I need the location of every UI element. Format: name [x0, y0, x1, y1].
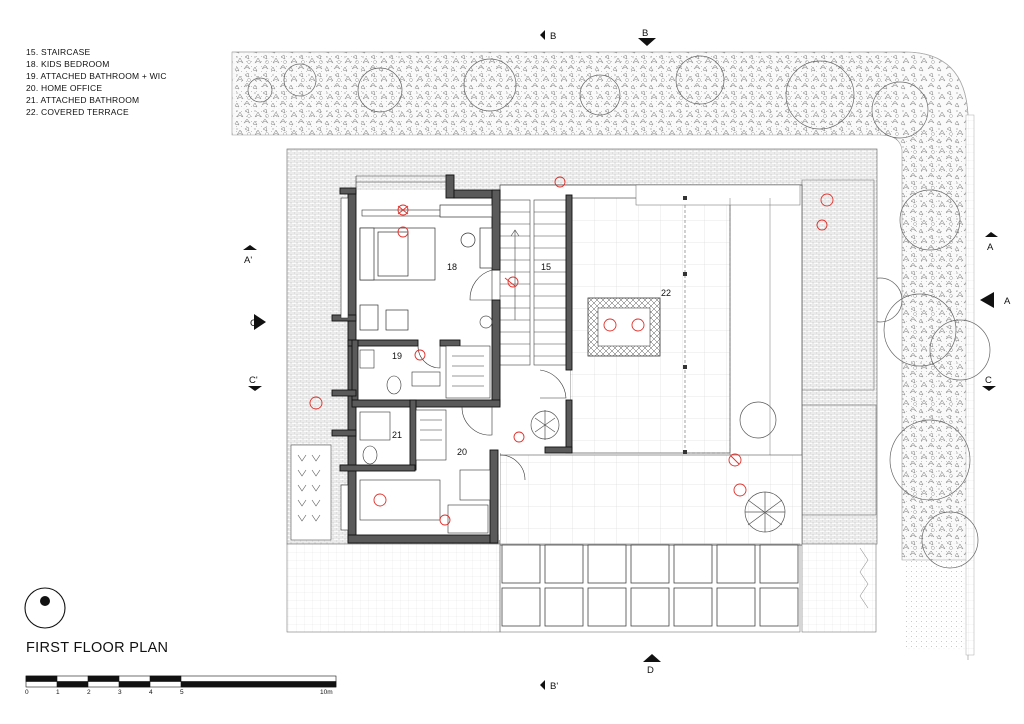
north-arrow-icon	[24, 587, 66, 629]
section-label-a-prime: A'	[244, 255, 252, 266]
section-label-a-right-1: A	[987, 242, 994, 253]
left-planter-shrubs	[290, 444, 332, 541]
garden-right-dots	[905, 130, 967, 650]
tree-canopies	[247, 55, 991, 569]
scale-label: 5	[180, 689, 184, 696]
red-furniture-figures	[309, 176, 834, 526]
section-label-b-top-right: B	[642, 28, 648, 39]
legend-item: 20. HOME OFFICE	[26, 83, 103, 93]
section-label-a-right-2: A	[1004, 296, 1011, 307]
terrace-posts	[683, 196, 687, 454]
office-furniture	[359, 409, 491, 534]
section-label-c-prime: C'	[249, 375, 258, 386]
terrace-plants	[479, 315, 786, 533]
bottom-paving-right	[801, 543, 877, 633]
garden-top-dots	[232, 52, 892, 132]
scale-label: 4	[149, 689, 153, 696]
room-number-15: 15	[541, 262, 551, 272]
walls	[331, 174, 573, 544]
scale-labels: 0 1 2 3 4 5 10m	[0, 689, 400, 699]
scale-label: 1	[56, 689, 60, 696]
scale-label: 2	[87, 689, 91, 696]
bottom-paving-slabs	[501, 544, 799, 627]
bottom-paving-left	[286, 543, 501, 633]
section-label-c-left: C	[250, 318, 257, 329]
room-number-19: 19	[392, 351, 402, 361]
scale-label: 0	[25, 689, 29, 696]
legend-item: 21. ATTACHED BATHROOM	[26, 95, 140, 105]
section-label-c-right: C	[985, 375, 992, 386]
scale-bar	[25, 675, 337, 688]
section-label-b-top-left: B	[550, 31, 556, 42]
section-label-b-prime: B'	[550, 681, 558, 692]
room-number-21: 21	[392, 430, 402, 440]
bathroom-fixtures	[359, 345, 491, 465]
room-legend: 15. STAIRCASE 18. KIDS BEDROOM 19. ATTAC…	[26, 46, 167, 118]
scale-label: 3	[118, 689, 122, 696]
room-number-20: 20	[457, 447, 467, 457]
legend-item: 15. STAIRCASE	[26, 47, 91, 57]
section-markers	[243, 30, 998, 690]
lower-terrace-grid	[499, 454, 803, 546]
scale-label: 10m	[320, 689, 333, 696]
room-number-22: 22	[661, 288, 671, 298]
legend-item: 18. KIDS BEDROOM	[26, 59, 110, 69]
bedroom-furniture	[359, 204, 493, 331]
plan-title: FIRST FLOOR PLAN	[26, 640, 169, 656]
section-label-d: D	[647, 665, 654, 676]
room-number-18: 18	[447, 262, 457, 272]
legend-item: 22. COVERED TERRACE	[26, 107, 129, 117]
legend-item: 19. ATTACHED BATHROOM + WIC	[26, 71, 167, 81]
